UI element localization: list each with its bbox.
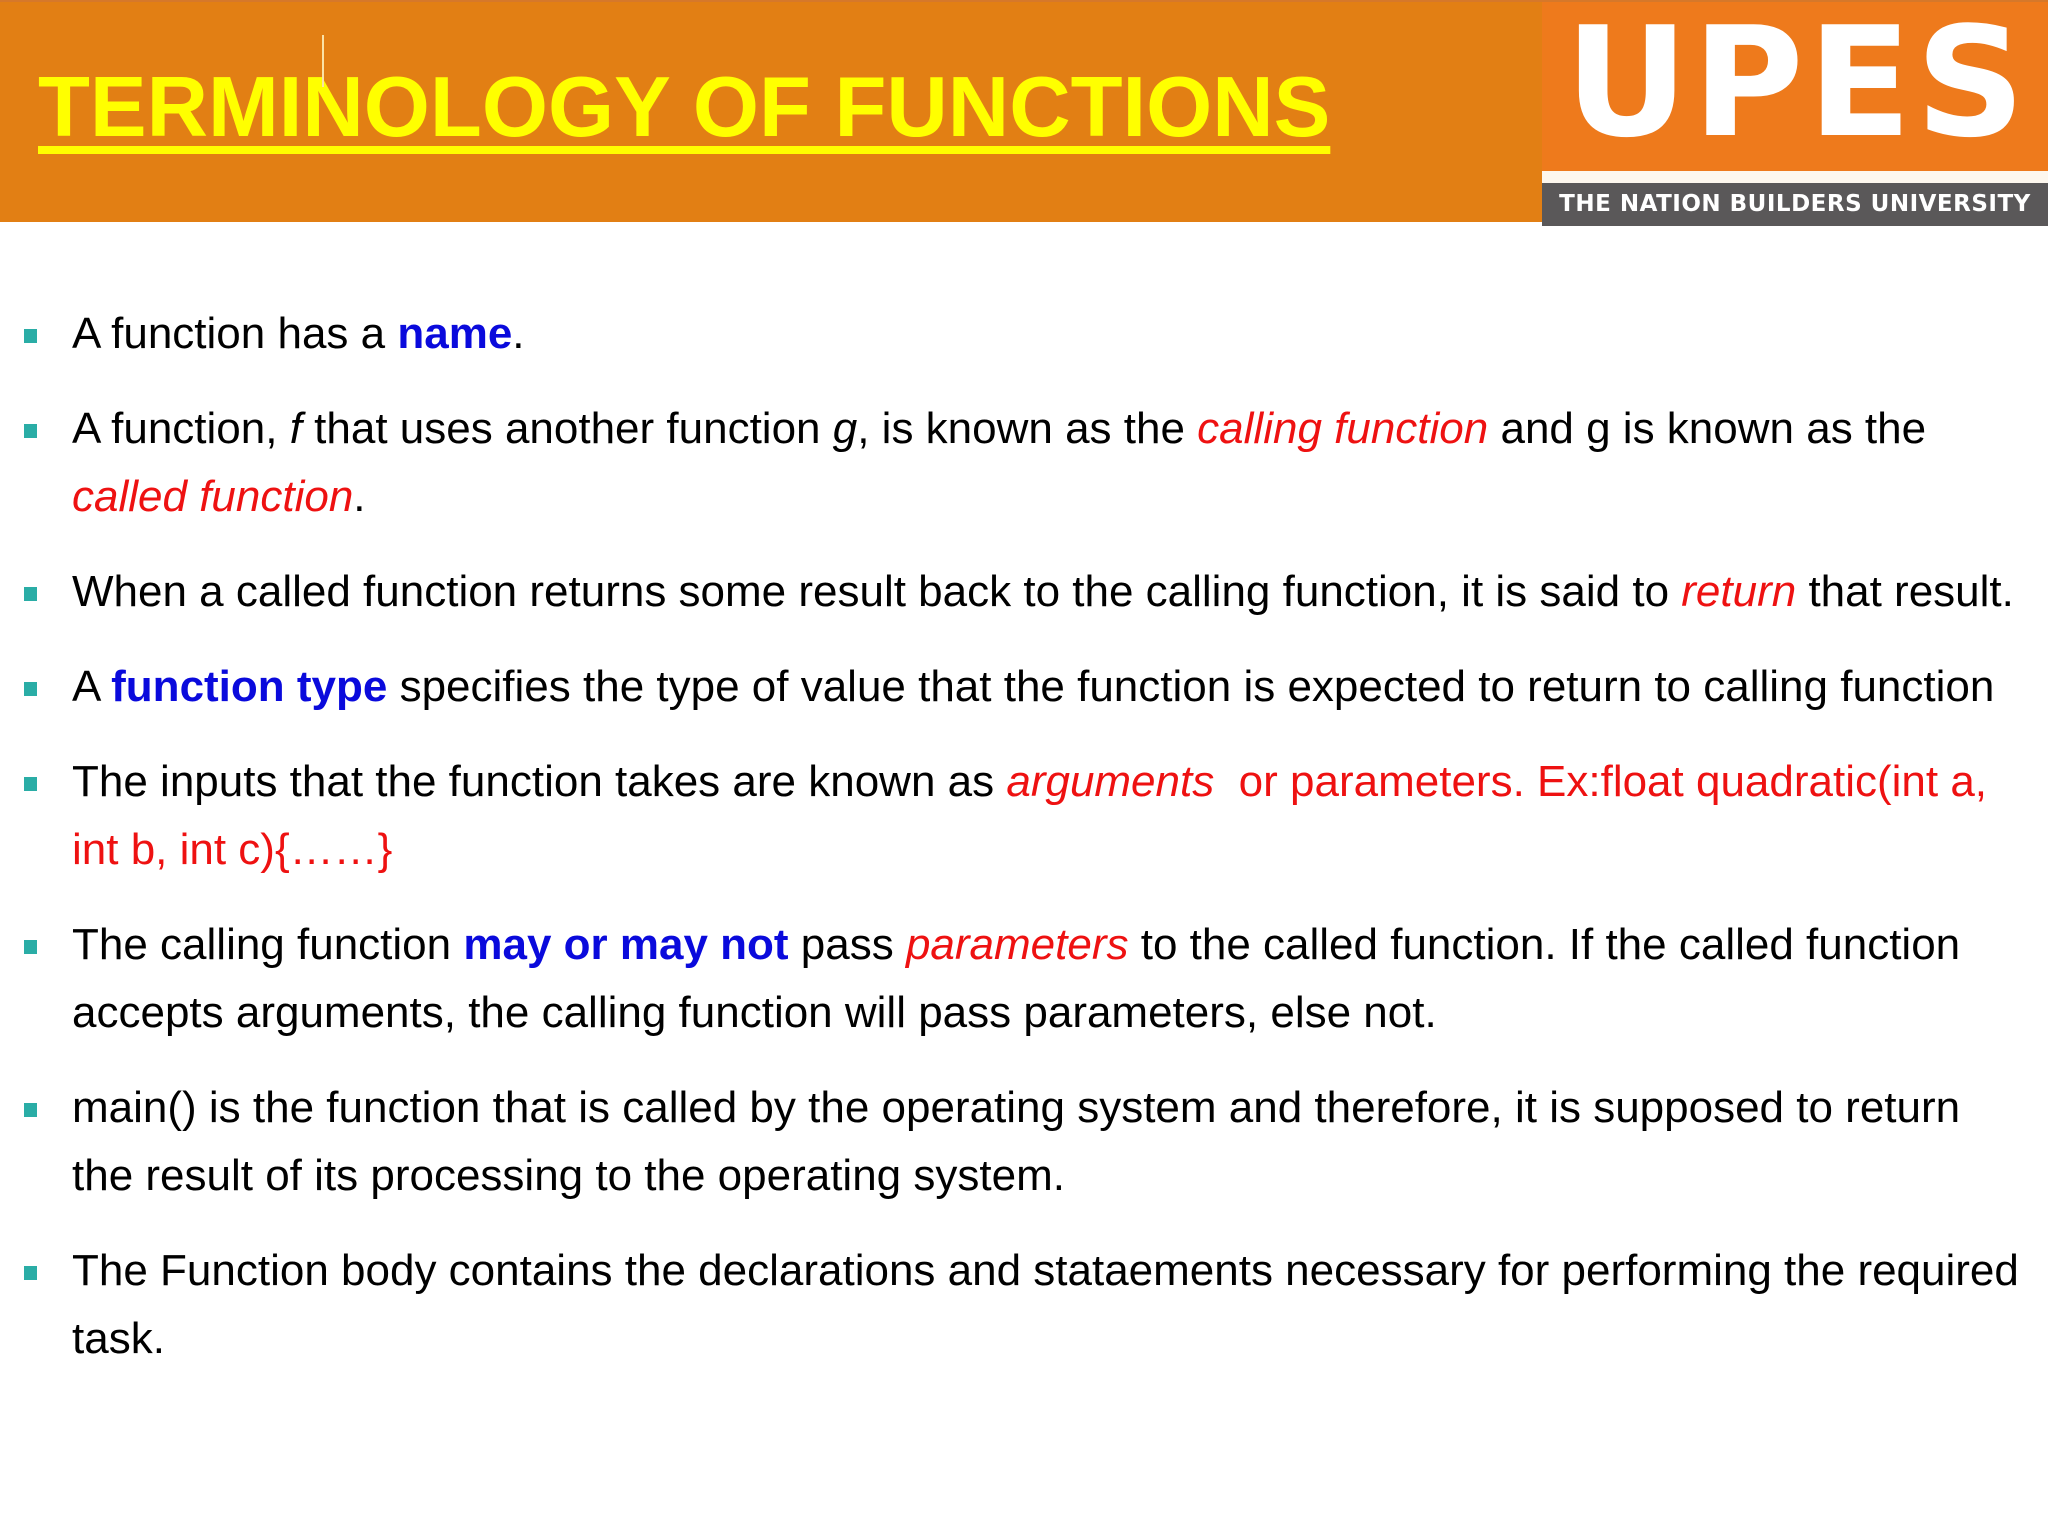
bullet-item-1: A function has a name. xyxy=(0,300,2048,368)
square-bullet-icon xyxy=(24,940,37,954)
text: pass xyxy=(788,920,906,969)
text: A xyxy=(72,662,112,711)
square-bullet-icon xyxy=(24,1103,37,1117)
emphasis-parameters: parameters xyxy=(905,920,1129,969)
emphasis-function-type: function type xyxy=(111,662,388,711)
bullet-list: A function has a name. A function, f tha… xyxy=(0,300,2048,1400)
text: that uses another function xyxy=(301,404,833,453)
text: to the called function. If the called fu… xyxy=(72,920,1961,1037)
text-cursor xyxy=(322,35,324,87)
logo-wordmark: UPES xyxy=(1564,0,2030,171)
text: main() is the function that is called by… xyxy=(72,1083,1961,1200)
emphasis-name: name xyxy=(397,309,513,358)
text: When a called function returns some resu… xyxy=(72,567,1682,616)
text: that result. xyxy=(1796,567,2014,616)
square-bullet-icon xyxy=(24,587,37,601)
emphasis-called-function: called function xyxy=(72,472,354,521)
text: specifies the type of value that the fun… xyxy=(387,662,1995,711)
bullet-item-4: A function type specifies the type of va… xyxy=(0,653,2048,721)
text: The inputs that the function takes are k… xyxy=(72,757,1007,806)
text: . xyxy=(353,472,366,521)
bullet-item-5: The inputs that the function takes are k… xyxy=(0,748,2048,884)
text: A function, xyxy=(72,404,290,453)
logo-band xyxy=(1542,183,2048,226)
text: and g is known as the xyxy=(1488,404,1927,453)
italic-g: g xyxy=(832,404,858,453)
emphasis-arguments: arguments xyxy=(1006,757,1215,806)
square-bullet-icon xyxy=(24,777,37,791)
emphasis-calling-function: calling function xyxy=(1197,404,1489,453)
upes-logo: UPES THE NATION BUILDERS UNIVERSITY xyxy=(1542,2,2048,226)
text: The calling function xyxy=(72,920,464,969)
bullet-item-8: The Function body contains the declarati… xyxy=(0,1237,2048,1373)
bullet-item-7: main() is the function that is called by… xyxy=(0,1074,2048,1210)
square-bullet-icon xyxy=(24,682,37,696)
bullet-item-3: When a called function returns some resu… xyxy=(0,558,2048,626)
bullet-item-2: A function, f that uses another function… xyxy=(0,395,2048,531)
text: . xyxy=(512,309,525,358)
example-code-text: or parameters. Ex:float quadratic(int a,… xyxy=(72,757,2000,874)
slide-header: TERMINOLOGY OF FUNCTIONS UPES THE NATION… xyxy=(0,0,2048,226)
bullet-item-6: The calling function may or may not pass… xyxy=(0,911,2048,1047)
slide-title: TERMINOLOGY OF FUNCTIONS xyxy=(38,60,1331,155)
text: A function has a xyxy=(72,309,398,358)
square-bullet-icon xyxy=(24,329,37,343)
text: , is known as the xyxy=(857,404,1198,453)
square-bullet-icon xyxy=(24,424,37,438)
italic-f: f xyxy=(289,404,302,453)
emphasis-may-or-may-not: may or may not xyxy=(463,920,789,969)
logo-divider xyxy=(1542,171,2048,183)
square-bullet-icon xyxy=(24,1266,37,1280)
logo-tagline: THE NATION BUILDERS UNIVERSITY xyxy=(1559,191,2031,217)
emphasis-return: return xyxy=(1681,567,1797,616)
text: The Function body contains the declarati… xyxy=(72,1246,2019,1363)
